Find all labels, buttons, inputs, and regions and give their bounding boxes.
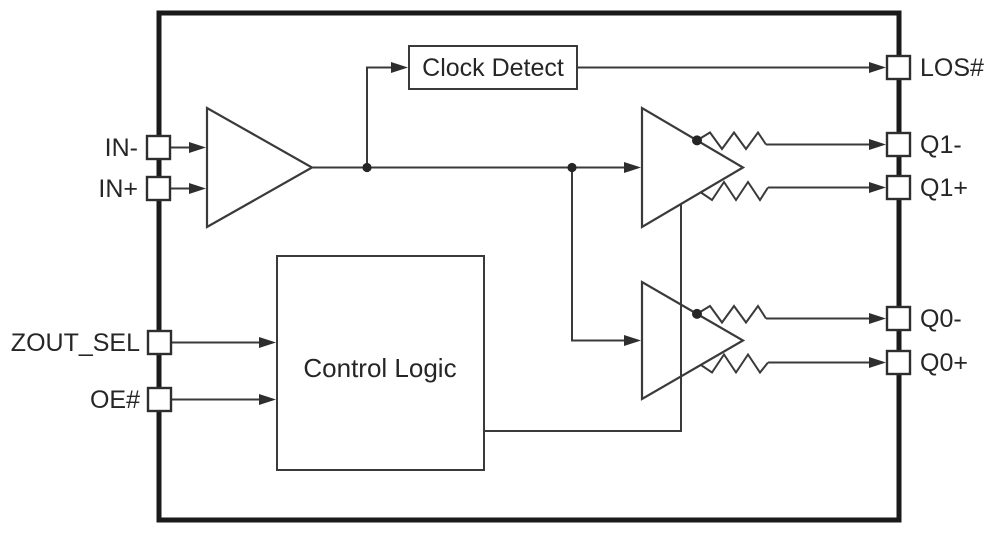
pin-label-in-plus: IN+ bbox=[98, 175, 138, 203]
arrowhead-los bbox=[869, 62, 886, 73]
junction-dot-clock-detect bbox=[362, 162, 372, 173]
q0-driver-symbol bbox=[640, 280, 746, 401]
tap-dot-q0-minus bbox=[692, 308, 702, 319]
wire-q0-branch bbox=[571, 167, 626, 342]
control-logic-label: Control Logic bbox=[303, 353, 456, 383]
wire-clock-detect-branch bbox=[366, 66, 393, 168]
clock-detect-label: Clock Detect bbox=[422, 54, 564, 82]
pin-in-plus bbox=[145, 175, 172, 202]
arrowhead-q1-plus bbox=[869, 182, 886, 193]
arrowhead-in-plus bbox=[189, 183, 206, 194]
arrowhead-q1-minus bbox=[869, 139, 886, 150]
q1-driver-symbol bbox=[640, 106, 746, 229]
wire-enable bbox=[484, 204, 682, 432]
control-logic-box bbox=[276, 255, 485, 471]
pin-los bbox=[885, 54, 912, 81]
pin-label-oe: OE# bbox=[90, 386, 140, 414]
arrowhead-clock-detect bbox=[391, 62, 408, 73]
resistor-q0-plus bbox=[700, 352, 769, 375]
tap-dot-q1-minus bbox=[692, 135, 702, 146]
arrowhead-oe bbox=[259, 394, 276, 405]
pin-label-q1-minus: Q1- bbox=[920, 131, 962, 159]
arrowhead-zout-sel bbox=[259, 337, 276, 348]
pin-label-q0-plus: Q0+ bbox=[920, 349, 968, 377]
junction-dot-q0-branch bbox=[567, 162, 577, 173]
pin-label-q1-plus: Q1+ bbox=[920, 174, 968, 202]
resistor-q1-minus bbox=[696, 130, 767, 151]
input-amplifier-symbol bbox=[205, 106, 315, 229]
pin-zout-sel bbox=[146, 329, 173, 356]
pin-label-zout-sel: ZOUT_SEL bbox=[11, 329, 140, 357]
arrowhead-q1-input bbox=[624, 162, 641, 173]
pin-oe bbox=[146, 386, 173, 413]
resistor-q0-minus bbox=[696, 304, 767, 325]
pin-q1-plus bbox=[885, 174, 912, 201]
pin-in-minus bbox=[145, 134, 172, 161]
pin-label-in-minus: IN- bbox=[105, 134, 138, 162]
pin-q0-plus bbox=[885, 349, 912, 376]
pin-label-q0-minus: Q0- bbox=[920, 305, 962, 333]
clock-detect-box bbox=[408, 45, 578, 90]
pin-q0-minus bbox=[885, 305, 912, 332]
arrowhead-q0-plus bbox=[869, 357, 886, 368]
pin-label-los: LOS# bbox=[920, 54, 984, 82]
arrowhead-in-minus bbox=[189, 142, 206, 153]
pin-q1-minus bbox=[885, 131, 912, 158]
resistor-q1-plus bbox=[700, 180, 769, 202]
chip-outline bbox=[156, 10, 902, 523]
arrowhead-q0-minus bbox=[869, 313, 886, 324]
arrowhead-q0-input bbox=[624, 335, 641, 346]
